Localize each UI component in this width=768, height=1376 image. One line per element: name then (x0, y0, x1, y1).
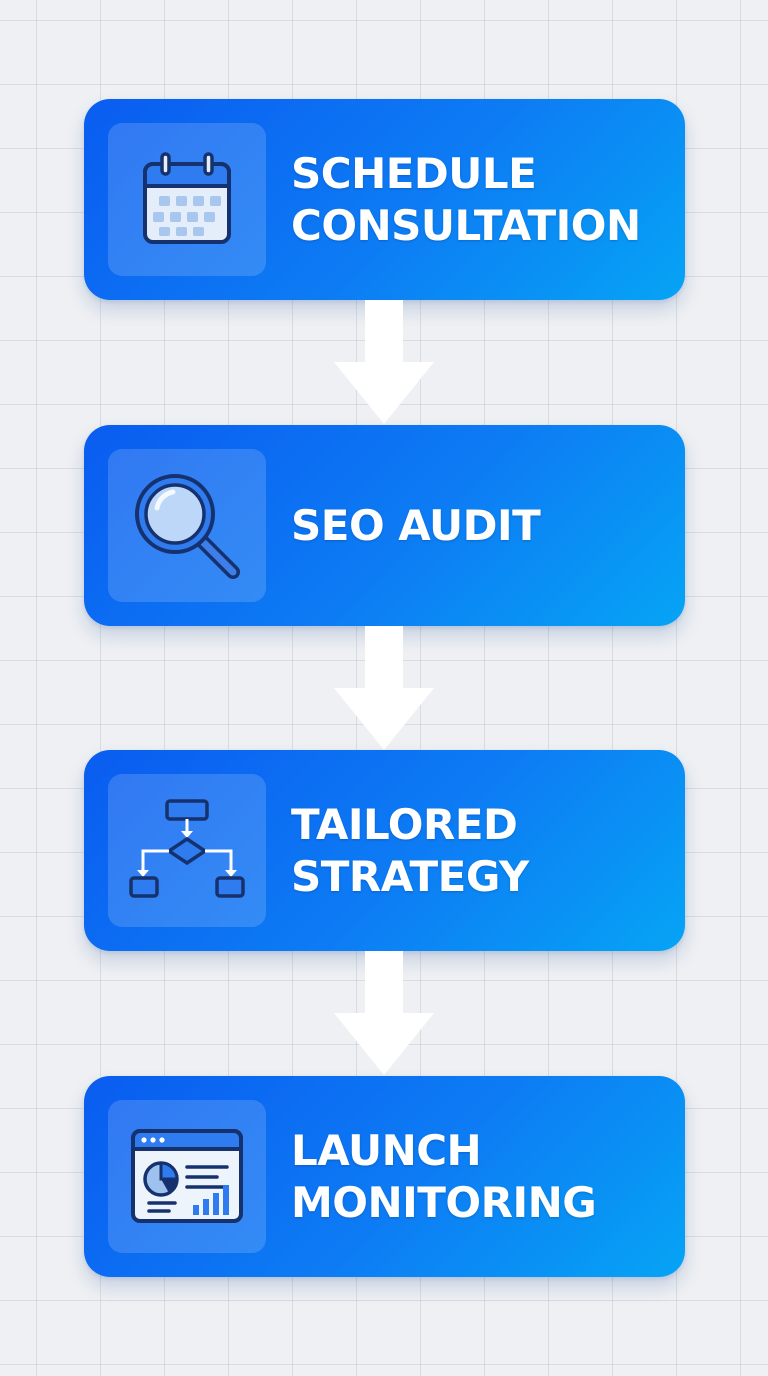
flow-arrow (334, 951, 434, 1075)
step-label-line: MONITORING (291, 1177, 597, 1227)
step-label-line: LAUNCH (291, 1125, 482, 1175)
flow-arrow (334, 300, 434, 424)
analytics-dashboard-icon (131, 1128, 243, 1223)
step-label: TAILORED STRATEGY (291, 750, 676, 951)
arrow-down-icon (334, 300, 434, 424)
step-label-line: TAILORED (291, 799, 518, 849)
step-label: SCHEDULE CONSULTATION (291, 99, 676, 300)
step-icon-tile (108, 774, 266, 927)
step-label-line: SEO AUDIT (291, 500, 541, 550)
magnifying-glass-icon (135, 473, 240, 579)
step-card-tailored-strategy: TAILORED STRATEGY (84, 750, 685, 951)
step-label-line: STRATEGY (291, 851, 529, 901)
step-label: SEO AUDIT (291, 425, 676, 626)
step-label: LAUNCH MONITORING (291, 1076, 676, 1277)
step-label-line: CONSULTATION (291, 200, 641, 250)
step-label-line: SCHEDULE (291, 148, 537, 198)
arrow-down-icon (334, 951, 434, 1075)
step-icon-tile (108, 123, 266, 276)
step-icon-tile (108, 449, 266, 602)
arrow-down-icon (334, 626, 434, 750)
flow-arrow (334, 626, 434, 750)
step-card-schedule-consultation: SCHEDULE CONSULTATION (84, 99, 685, 300)
step-card-seo-audit: SEO AUDIT (84, 425, 685, 626)
calendar-icon (143, 151, 231, 244)
flowchart-icon (129, 798, 245, 898)
step-icon-tile (108, 1100, 266, 1253)
step-card-launch-monitoring: LAUNCH MONITORING (84, 1076, 685, 1277)
